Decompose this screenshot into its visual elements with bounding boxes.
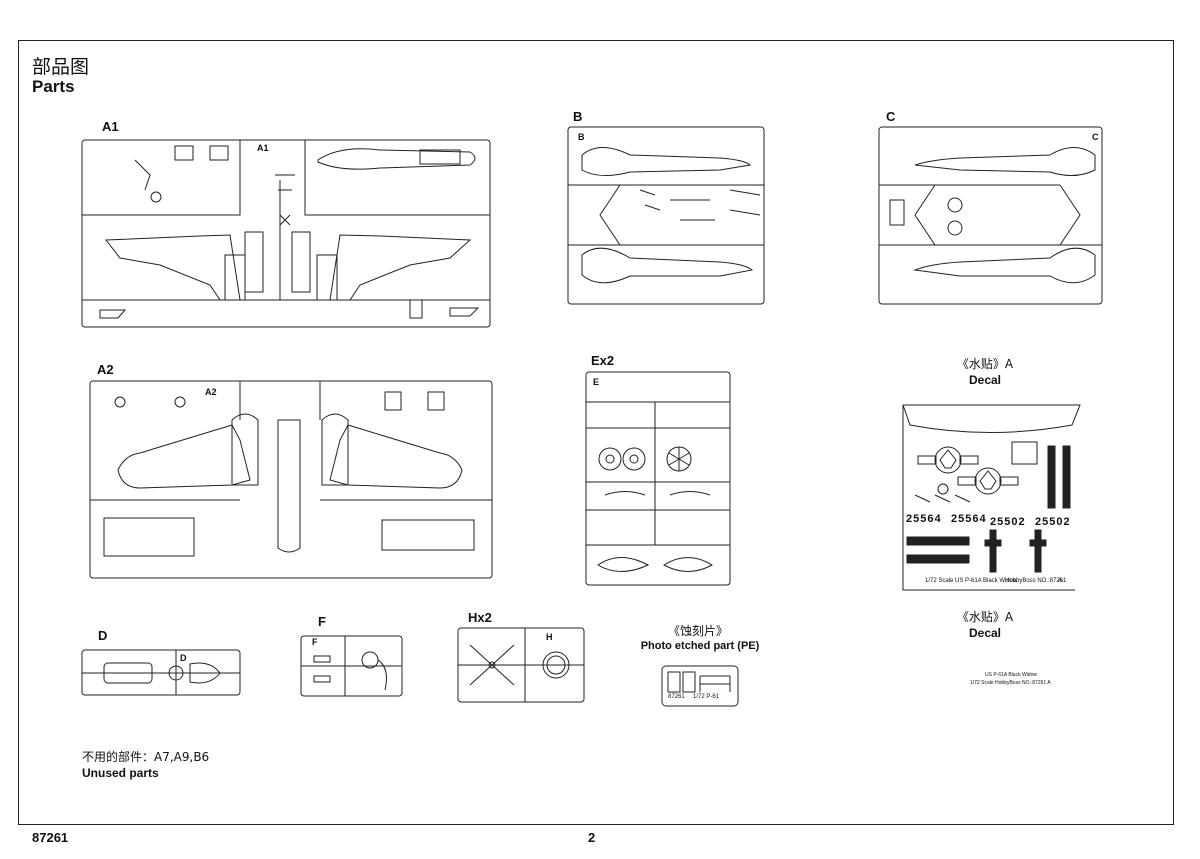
sprue-b-frame [567, 126, 765, 305]
frame-tag-h: H [546, 632, 553, 642]
decal-serial-4: 25502 [1035, 516, 1071, 528]
decal-serial-1: 25564 [906, 513, 942, 525]
decal-sheet [902, 404, 1081, 591]
decal2-title-en: Decal [968, 626, 1002, 640]
page-title-cn: 部品图 [32, 56, 90, 78]
sprue-e-frame [585, 371, 731, 586]
frame-tag-e: E [593, 377, 600, 387]
sprue-label-c: C [886, 109, 896, 124]
sprue-label-f: F [318, 614, 326, 629]
pe-title-en: Photo etched part (PE) [640, 640, 760, 652]
decal-name: US P-61A Black Widow [955, 578, 1018, 584]
sprue-label-d: D [98, 628, 108, 643]
frame-tag-a2: A2 [205, 387, 217, 397]
unused-parts-en: Unused parts [82, 766, 159, 780]
pe-fret [661, 665, 739, 707]
frame-tag-c: C [1092, 132, 1099, 142]
decal-serial-3: 25502 [990, 516, 1026, 528]
footer-code: 87261 [32, 830, 69, 845]
decal1-title-en: Decal [968, 373, 1002, 387]
decal-scale: 1/72 Scale [925, 578, 954, 584]
unused-parts-cn: 不用的部件：A7,A9,B6 [82, 750, 210, 764]
sprue-a2-frame [89, 380, 493, 579]
decal2-title-cn: 《水贴》A [956, 610, 1014, 624]
pe-title-cn: 《蚀刻片》 [667, 624, 728, 638]
sprue-h-frame [457, 627, 585, 703]
decal-brand: HobbyBoss NO.:87261 [1005, 578, 1067, 584]
sprue-c-frame [878, 126, 1103, 305]
sprue-a1-frame [81, 139, 491, 328]
frame-tag-d: D [180, 653, 187, 663]
decal-serial-2: 25564 [951, 513, 987, 525]
pe-code: 87261 [668, 694, 685, 700]
sprue-d-frame [81, 649, 241, 696]
pe-caption: 1/72 P-61 [693, 694, 720, 700]
frame-tag-a1: A1 [257, 143, 269, 153]
frame-tag-b: B [578, 132, 585, 142]
sprue-label-hx2: Hx2 [468, 610, 492, 625]
page-number: 2 [588, 830, 596, 845]
sprue-label-a2: A2 [97, 362, 114, 377]
decal2-line1: US P-61A Black Widow [985, 672, 1037, 678]
decal-letter: A [1058, 578, 1063, 584]
sprue-f-frame [300, 635, 403, 697]
decal2-line2: 1/72 Scale HobbyBoss NO.:87261 A [970, 680, 1051, 686]
frame-tag-f: F [312, 637, 318, 647]
decal1-title-cn: 《水贴》A [956, 357, 1014, 371]
sprue-label-a1: A1 [102, 119, 119, 134]
sprue-label-b: B [573, 109, 583, 124]
page-title-en: Parts [32, 77, 75, 96]
sprue-label-ex2: Ex2 [591, 353, 615, 368]
page-frame [18, 40, 1174, 825]
